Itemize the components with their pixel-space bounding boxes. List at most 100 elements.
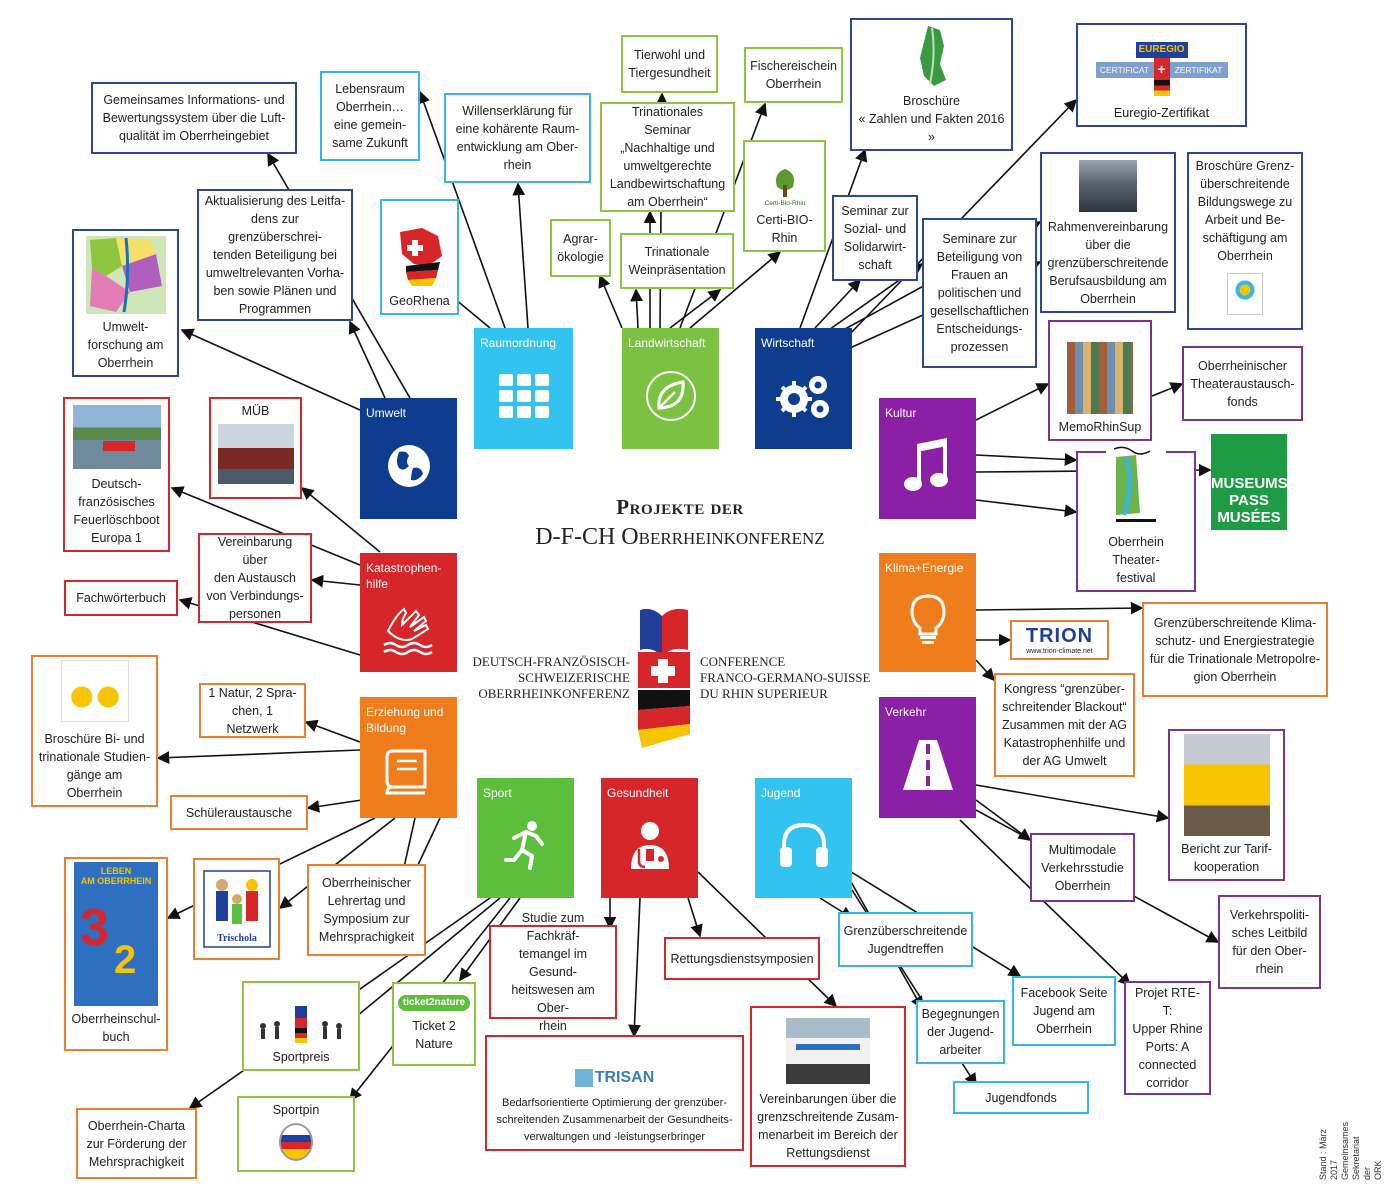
box-rettungsdienst-vereinbarungen[interactable]: Vereinbarungen über die grenzschreitende… [750, 1006, 906, 1167]
box-feuerloeschboot[interactable]: Deutsch- französisches Feuerlöschboot Eu… [63, 397, 170, 552]
tile-landwirtschaft[interactable]: Landwirtschaft [622, 328, 719, 449]
swiss-cross-badge: + [1153, 58, 1170, 80]
box-seminar-sozialwirtschaft[interactable]: Seminar zur Sozial- und Solidarwirt- sch… [832, 195, 918, 281]
tile-wirtschaft[interactable]: Wirtschaft [755, 328, 852, 449]
box-willenserklaerung[interactable]: Willenserklärung für eine kohärente Raum… [444, 93, 591, 183]
box-text: Certi-BIO- Rhin [756, 213, 813, 245]
box-kongress-blackout[interactable]: Kongress “grenzüber- schreitender Blacko… [994, 673, 1135, 777]
tile-label: Raumordnung [480, 336, 557, 350]
zertifikat-label: ZERTIFIKAT [1169, 62, 1228, 78]
museumspass-logo[interactable]: MUSEUMS PASS MUSÉES [1211, 434, 1288, 530]
box-natur-sprachen-netzwerk[interactable]: 1 Natur, 2 Spra- chen, 1 Netzwerk [199, 683, 306, 738]
box-georhena[interactable]: GeoRhena [380, 199, 459, 315]
box-jugendtreffen[interactable]: Grenzüberschreitende Jugendtreffen [838, 912, 973, 967]
tile-katastrophenhilfe[interactable]: Katastrophen- hilfe [360, 553, 457, 672]
box-begegnungen-jugendarbeiter[interactable]: Begegnungen der Jugend- arbeiter [916, 1000, 1005, 1064]
box-text: GeoRhena [389, 294, 450, 308]
box-klimastrategie[interactable]: Grenzüberschreitende Klima- schutz- und … [1142, 602, 1328, 697]
box-text: Lebensraum Oberrhein… eine gemein- same … [332, 82, 408, 150]
box-text: Broschüre « Zahlen und Fakten 2016 » [858, 94, 1005, 144]
tile-umwelt[interactable]: Umwelt [360, 398, 457, 519]
box-schueleraustausche[interactable]: Schüleraustausche [170, 795, 308, 830]
box-text: Aktualisierung des Leitfa- dens zur gren… [204, 194, 346, 316]
tile-label: Verkehr [885, 705, 927, 719]
certi-bio-logo: Certi-Bio-Rhin [764, 169, 805, 207]
box-informationssystem[interactable]: Gemeinsames Informations- und Bewertungs… [91, 82, 297, 154]
tile-sport[interactable]: Sport [477, 778, 574, 898]
tile-erziehung-bildung[interactable]: Erziehung und Bildung [360, 697, 457, 818]
brochure-thumbnail [60, 660, 129, 722]
diagram-title: Projekte der D-F-CH Oberrheinkonferenz [470, 495, 890, 551]
box-text: Kongress “grenzüber- schreitender Blacko… [1001, 682, 1128, 768]
box-weinpraesentation[interactable]: Trinationale Weinpräsentation [620, 233, 734, 289]
box-text: Ticket 2 Nature [412, 1019, 456, 1051]
box-theateraustauschfonds[interactable]: Oberrheinischer Theateraustausch- fonds [1182, 346, 1303, 421]
box-fachwoerterbuch[interactable]: Fachwörterbuch [64, 580, 178, 616]
tile-klima-energie[interactable]: Klima+Energie [879, 553, 976, 672]
box-memorhinsup[interactable]: MemoRhinSup [1048, 320, 1152, 441]
box-trisan[interactable]: TRISAN Bedarfsorientierte Optimierung de… [485, 1035, 744, 1151]
box-theaterfestival[interactable]: Oberrhein Theater- festival [1076, 443, 1196, 592]
box-verkehrsstudie[interactable]: Multimodale Verkehrsstudie Oberrhein [1030, 833, 1135, 902]
box-aktualisierung-leitfaden[interactable]: Aktualisierung des Leitfa- dens zur gren… [197, 189, 353, 321]
tile-jugend[interactable]: Jugend [755, 778, 852, 898]
tile-verkehr[interactable]: Verkehr [879, 697, 976, 818]
ambulance-photo [786, 1018, 870, 1084]
tile-gesundheit[interactable]: Gesundheit [601, 778, 698, 898]
box-lebensraum[interactable]: Lebensraum Oberrhein… eine gemein- same … [320, 71, 420, 161]
box-verkehrspolitisches-leitbild[interactable]: Verkehrspoliti- sches Leitbild für den O… [1218, 895, 1321, 989]
box-broschuere-zahlen-fakten[interactable]: Broschüre « Zahlen und Fakten 2016 » [850, 18, 1013, 151]
box-seminare-frauen[interactable]: Seminare zur Beteiligung von Frauen an p… [922, 218, 1037, 368]
box-rettungsdienstsymposien[interactable]: Rettungsdienstsymposien [664, 937, 820, 980]
box-fischereischein[interactable]: Fischereischein Oberrhein [744, 47, 843, 103]
box-text: Seminar zur Sozial- und Solidarwirt- sch… [841, 204, 909, 272]
box-tarifkooperation[interactable]: Bericht zur Tarif- kooperation [1168, 729, 1285, 881]
box-certi-bio-rhin[interactable]: Certi-Bio-Rhin Certi-BIO- Rhin [743, 140, 826, 252]
box-euregio-zertifikat[interactable]: EUREGIO CERTIFICAT + ZERTIFIKAT Euregio-… [1076, 23, 1247, 127]
tile-kultur[interactable]: Kultur [879, 398, 976, 519]
date-stamp: Stand : März 2017 Gemeinsames Sekretaria… [1318, 1121, 1383, 1180]
map-thumbnail [85, 236, 166, 314]
box-trischola[interactable]: Trischola [193, 858, 280, 960]
box-trion[interactable]: TRION www.trion-climate.net [1010, 620, 1109, 660]
box-mueb[interactable]: MÜB [209, 397, 302, 499]
box-text: Vereinbarungen über die grenzschreitende… [757, 1092, 899, 1160]
box-text: Bedarfsorientierte Optimierung der grenz… [496, 1097, 733, 1143]
schoolbook-title: LEBEN AM OBERRHEIN [80, 866, 152, 886]
tile-raumordnung[interactable]: Raumordnung [474, 328, 573, 449]
box-agraroekologie[interactable]: Agrar- ökologie [550, 219, 611, 277]
box-broschuere-studiengaenge[interactable]: Broschüre Bi- und trinationale Studien- … [31, 655, 158, 807]
box-seminar-landbewirtschaftung[interactable]: Trinationales Seminar „Nachhaltige und u… [600, 102, 735, 212]
tile-label: Katastrophen- hilfe [366, 561, 442, 591]
box-tierwohl[interactable]: Tierwohl und Tiergesundheit [621, 35, 718, 93]
box-text: Rettungsdienstsymposien [670, 951, 814, 966]
tile-label: Gesundheit [607, 786, 669, 800]
euregio-label: EUREGIO [1135, 42, 1188, 58]
box-fachkraeftemangel[interactable]: Studie zum Fachkräf- temangel im Gesund-… [489, 911, 617, 1033]
box-text: Broschüre Grenz- überschreitende Bildung… [1195, 159, 1295, 263]
sportpin-badge [279, 1123, 313, 1161]
box-text: Schüleraustausche [185, 805, 293, 820]
box-sportpin[interactable]: Sportpin [237, 1096, 355, 1172]
box-ticket2nature[interactable]: ticket2nature Ticket 2 Nature [392, 982, 476, 1066]
box-oberrhein-charta[interactable]: Oberrhein-Charta zur Förderung der Mehrs… [76, 1108, 197, 1179]
box-lehrertag[interactable]: Oberrheinischer Lehrertag und Symposium … [307, 864, 426, 956]
box-jugendfonds[interactable]: Jugendfonds [953, 1081, 1089, 1114]
lightbulb-icon [909, 594, 946, 644]
box-bildungswege[interactable]: Broschüre Grenz- überschreitende Bildung… [1187, 152, 1303, 330]
box-sportpreis[interactable]: Sportpreis [242, 981, 360, 1071]
box-text: Bericht zur Tarif- kooperation [1181, 842, 1272, 874]
box-text: Projet RTE-T: Upper Rhine Ports: A conne… [1132, 986, 1203, 1090]
box-rahmenvereinbarung[interactable]: Rahmenvereinbarung über die grenzübersch… [1040, 152, 1176, 313]
euregio-badge: EUREGIO CERTIFICAT + ZERTIFIKAT [1095, 42, 1228, 98]
box-umweltforschung[interactable]: Umwelt- forschung am Oberrhein [72, 229, 179, 377]
svg-text:Trischola: Trischola [217, 933, 257, 944]
globe-icon [387, 444, 430, 487]
mueb-ship-photo [217, 424, 294, 484]
box-oberrheinschulbuch[interactable]: LEBEN AM OBERRHEIN 3 2 Oberrheinschul- b… [64, 857, 168, 1051]
box-facebook-seite[interactable]: Facebook Seite Jugend am Oberrhein [1012, 976, 1116, 1046]
box-vereinbarung-austausch[interactable]: Vereinbarung über den Austausch von Verb… [198, 533, 312, 623]
box-rte-t[interactable]: Projet RTE-T: Upper Rhine Ports: A conne… [1124, 981, 1211, 1095]
box-text: Sportpin [272, 1103, 320, 1117]
gears-icon [775, 375, 829, 418]
